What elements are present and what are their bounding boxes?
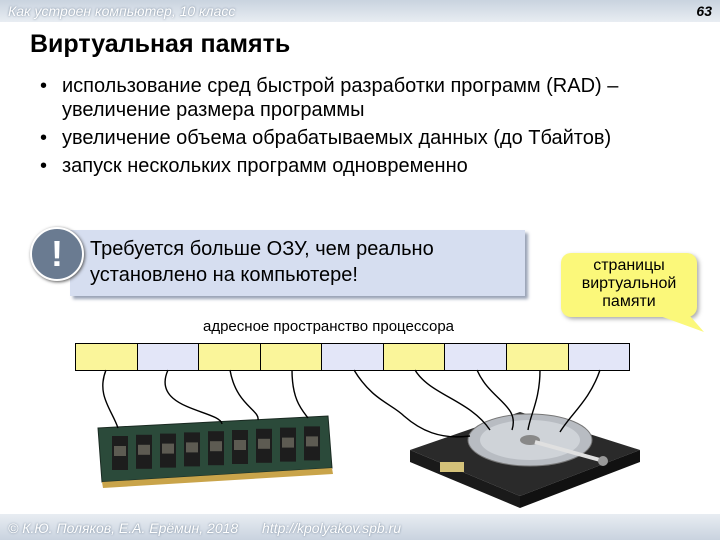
ram-page-cell xyxy=(76,344,138,370)
ram-page-cell xyxy=(506,344,569,370)
footer-bar: © К.Ю. Поляков, Е.А. Ерёмин, 2018 http:/… xyxy=(0,514,720,540)
chip-label xyxy=(234,440,246,450)
memory-chip xyxy=(112,436,128,470)
virtual-page-cell xyxy=(137,344,200,370)
address-space-label: адресное пространство процессора xyxy=(203,318,455,335)
bullet-item: запуск нескольких программ одновременно xyxy=(40,154,680,178)
ram-page-cell xyxy=(199,344,261,370)
hard-drive-icon xyxy=(410,412,640,508)
memory-chip xyxy=(208,431,224,466)
memory-chip xyxy=(304,426,320,461)
ram-page-cell xyxy=(260,344,323,370)
virtual-page-cell xyxy=(322,344,384,370)
bullet-item: использование сред быстрой разработки пр… xyxy=(40,74,680,122)
callout-line: виртуальной xyxy=(581,275,677,292)
connection-wires xyxy=(102,369,601,438)
address-space-cells xyxy=(75,343,630,371)
note-box: Требуется больше ОЗУ, чем реально устано… xyxy=(70,230,525,296)
ram-page-cell xyxy=(383,344,446,370)
memory-chip xyxy=(232,430,248,464)
bullet-list: использование сред быстрой разработки пр… xyxy=(40,74,680,182)
copyright-text: © К.Ю. Поляков, Е.А. Ерёмин, 2018 xyxy=(8,520,239,536)
page-number: 63 xyxy=(696,3,712,19)
chip-label xyxy=(258,438,270,449)
bullet-item: увеличение объема обрабатываемых данных … xyxy=(40,126,680,150)
memory-chip xyxy=(256,428,272,463)
chip-label xyxy=(162,443,174,454)
header-bar: Как устроен компьютер, 10 класс 63 xyxy=(0,0,720,22)
chip-label xyxy=(282,437,294,448)
chip-label xyxy=(186,442,198,453)
memory-chip xyxy=(136,434,152,469)
chip-label xyxy=(114,446,126,456)
site-link[interactable]: http://kpolyakov.spb.ru xyxy=(262,520,402,536)
memory-chip xyxy=(160,433,176,468)
virtual-page-cell xyxy=(568,344,630,370)
memory-chip xyxy=(280,427,296,462)
callout-line: памяти xyxy=(602,293,656,310)
chip-label xyxy=(138,444,150,455)
chip-label xyxy=(210,441,222,452)
virtual-page-cell xyxy=(445,344,507,370)
virtual-pages-callout: страницы виртуальной памяти xyxy=(561,253,697,317)
slide-title: Виртуальная память xyxy=(30,30,291,58)
course-title: Как устроен компьютер, 10 класс xyxy=(8,3,236,19)
callout-tail xyxy=(660,316,704,332)
note-text: Требуется больше ОЗУ, чем реально устано… xyxy=(90,238,434,286)
memory-chip xyxy=(184,432,200,467)
callout-line: страницы xyxy=(593,257,665,274)
exclamation-icon: ! xyxy=(30,227,84,281)
chip-label xyxy=(306,436,318,447)
ram-module-icon xyxy=(97,415,333,488)
